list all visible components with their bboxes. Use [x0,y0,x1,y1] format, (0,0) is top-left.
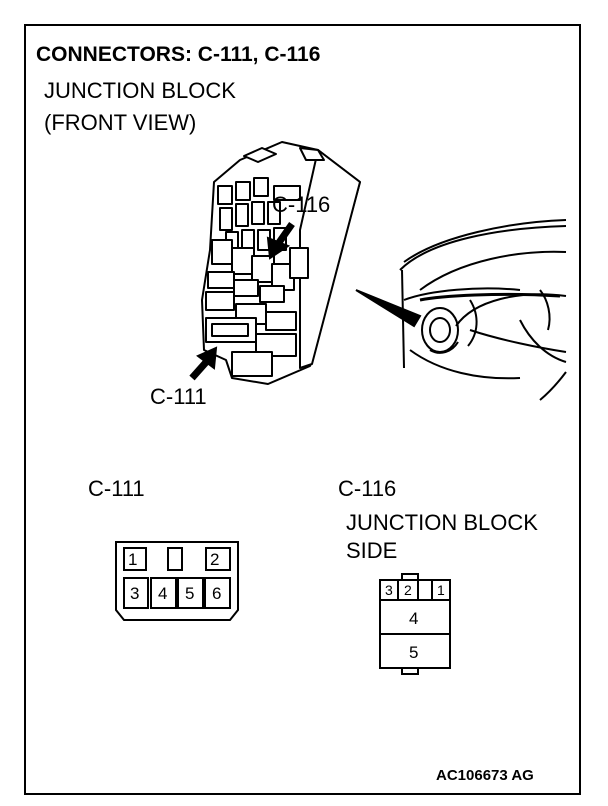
dashboard-illustration [399,219,567,401]
c111-pin-6: 6 [212,584,222,603]
c111-pin-1: 1 [128,550,138,569]
c111-connector-face [115,541,239,621]
c111-pin-2: 2 [210,550,220,569]
subtitle-junction-block: JUNCTION BLOCK [44,78,236,103]
callout-c111: C-111 [150,384,207,409]
c111-pin-3: 3 [130,584,140,603]
c116-arrow [266,221,295,260]
callout-c116: C-116 [272,192,331,217]
location-pointer [355,289,422,328]
c116-pin-2: 2 [404,582,412,598]
c116-side-line2: SIDE [346,538,398,563]
c116-pin-5: 5 [409,643,419,662]
c111-pin-4: 4 [158,584,168,603]
figure-code: AC106673 AG [436,767,534,784]
c116-side-line1: JUNCTION BLOCK [346,510,538,535]
c111-arrow [189,346,218,381]
c116-pin-3: 3 [385,582,393,598]
diagram-title: CONNECTORS: C-111, C-116 [36,43,321,66]
subtitle-front-view: (FRONT VIEW) [44,110,197,135]
c116-label: C-116 [338,476,397,501]
c116-pin-4: 4 [409,609,419,628]
c111-label: C-111 [88,476,145,501]
diagram-frame [24,24,581,795]
c111-pin-5: 5 [185,584,195,603]
c116-connector-face [379,573,451,675]
c116-pin-1: 1 [437,582,445,598]
